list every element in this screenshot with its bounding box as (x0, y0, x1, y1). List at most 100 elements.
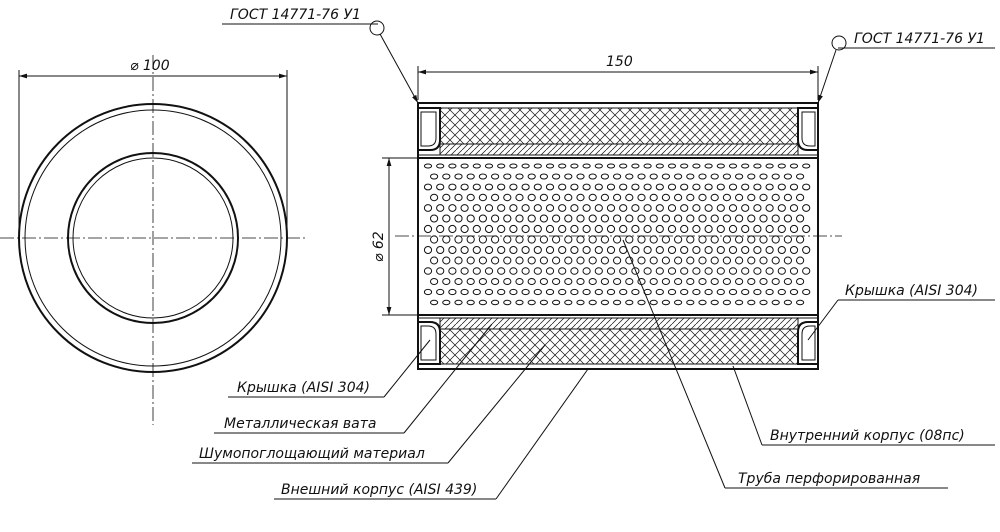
perforation-hole (625, 277, 634, 286)
callout-perforated-pipe: Труба перфорированная (622, 239, 948, 489)
perforation-hole (436, 224, 445, 234)
perforation-hole (594, 204, 603, 212)
perforation-hole (655, 288, 664, 296)
perforation-hole (777, 288, 786, 296)
perforation-hole (783, 256, 793, 265)
perforation-hole (716, 267, 725, 275)
perforation-hole (503, 173, 512, 180)
perforation-hole (545, 267, 555, 275)
perforation-hole (747, 256, 756, 265)
perforation-hole (472, 204, 481, 212)
perforation-hole (533, 204, 542, 212)
perforation-hole (588, 173, 597, 180)
perforation-hole (497, 245, 506, 255)
perforation-hole (692, 204, 701, 212)
callout-inner-body-leader (732, 365, 763, 446)
perforation-hole (753, 245, 762, 255)
perforation-hole (741, 183, 750, 191)
perforation-hole (570, 204, 579, 212)
perforation-hole (783, 235, 793, 244)
perforation-hole (765, 204, 774, 212)
perforation-hole (448, 245, 457, 255)
perforation-hole (625, 235, 634, 244)
perforation-hole (796, 214, 805, 223)
perforation-hole (777, 267, 786, 275)
perforation-hole (478, 173, 487, 180)
perforation-hole (722, 214, 732, 223)
perforation-hole (661, 214, 671, 223)
perforation-hole (789, 183, 799, 191)
perforation-hole (716, 163, 725, 169)
perforation-hole (491, 173, 500, 180)
callout-inner-body-text: Внутренний корпус (08пс) (770, 428, 965, 444)
perforation-hole (503, 193, 512, 202)
perforation-hole (539, 235, 549, 244)
perforation-hole (460, 183, 469, 191)
perforation-hole (497, 267, 506, 275)
perforation-hole (466, 256, 475, 265)
perforation-hole (497, 183, 506, 191)
weld-circle-left (369, 20, 385, 36)
perforation-hole (753, 183, 762, 191)
callout-metal-wool-text: Металлическая вата (224, 416, 376, 432)
cover-top-left-inner (420, 111, 437, 147)
perforation-hole (625, 214, 634, 223)
perforation-hole (789, 288, 799, 296)
perforation-hole (759, 173, 768, 180)
perforation-hole (796, 173, 805, 180)
perforation-hole (436, 245, 445, 255)
perforation-hole (521, 267, 530, 275)
perforation-hole (533, 245, 542, 255)
perforation-hole (625, 256, 634, 265)
metal-wool-top (439, 143, 799, 156)
perforation-hole (747, 193, 756, 202)
perforation-hole (460, 163, 469, 169)
perforation-hole (552, 277, 561, 286)
callout-sound-absorbing-text: Шумопоглощающий материал (199, 446, 425, 462)
perforation-hole (423, 245, 433, 255)
perforation-hole (796, 235, 805, 244)
perforation-hole (515, 235, 524, 244)
perforation-hole (423, 224, 433, 234)
perforation-hole (491, 299, 500, 306)
perforation-hole (558, 163, 567, 169)
perforation-hole (576, 299, 585, 306)
perforation-hole (484, 224, 494, 234)
perforation-hole (796, 193, 805, 202)
perforation-hole (698, 256, 707, 265)
weld-mark-left-leader (379, 33, 419, 104)
perforation-hole (509, 224, 518, 234)
perforation-hole (649, 193, 658, 202)
perforation-hole (796, 299, 805, 306)
perforation-hole (649, 277, 658, 286)
perforation-hole (704, 183, 713, 191)
perforation-hole (600, 256, 610, 265)
perforation-hole (692, 183, 701, 191)
perforation-hole (722, 299, 732, 306)
weld-mark-right-text: ГОСТ 14771-76 У1 (854, 31, 985, 47)
perforation-hole (771, 193, 780, 202)
perforation-hole (692, 245, 701, 255)
perforation-hole (643, 245, 652, 255)
perforation-hole (588, 235, 597, 244)
perforation-hole (704, 267, 713, 275)
perforation-hole (704, 204, 713, 212)
perforation-hole (539, 193, 549, 202)
perforation-hole (436, 204, 445, 212)
perforation-hole (570, 183, 579, 191)
perforation-hole (552, 299, 561, 306)
perforation-hole (741, 224, 750, 234)
perforation-hole (698, 277, 707, 286)
perforation-hole (802, 245, 811, 255)
perforation-hole (680, 204, 689, 212)
perforation-hole (777, 204, 786, 212)
perforation-hole (448, 288, 457, 296)
perforation-hole (423, 183, 433, 191)
perforation-hole (637, 193, 646, 202)
perforation-hole (783, 299, 793, 306)
perforation-hole (789, 245, 799, 255)
perforation-hole (771, 299, 780, 306)
perforation-hole (741, 163, 750, 169)
